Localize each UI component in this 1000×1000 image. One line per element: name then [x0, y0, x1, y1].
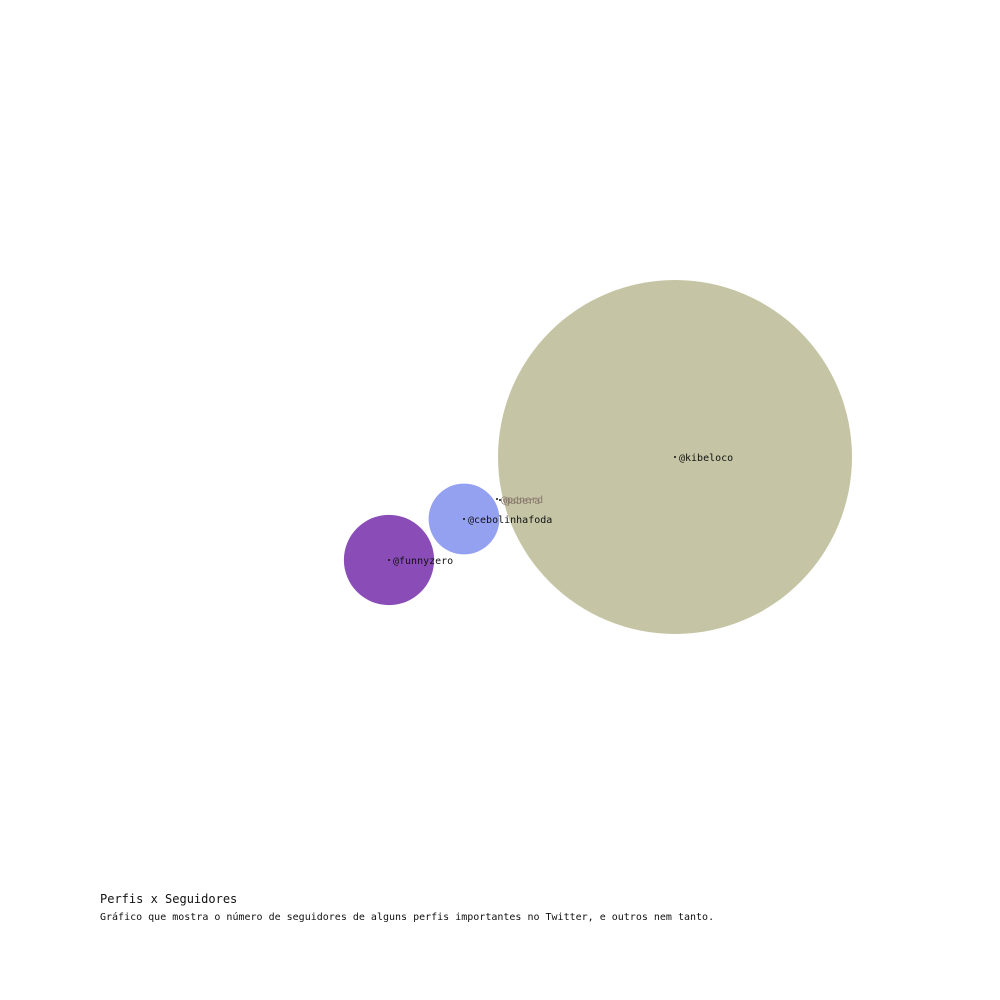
chart-caption: Perfis x Seguidores Gráfico que mostra o… [100, 892, 900, 923]
bubble-label-pcnerd: @pcnerd [501, 495, 543, 506]
labels-layer: @kibeloco @cebolinhafoda @funnyzero @pcnerd… [388, 453, 733, 567]
bubble-center-dot-abera [499, 499, 501, 501]
bubble-center-dot-cebolinhafoda [463, 518, 465, 520]
bubble-label-abera: @abera [504, 496, 540, 507]
bubble-center-dot-funnyzero [388, 559, 390, 561]
chart-subtitle: Gráfico que mostra o número de seguidore… [100, 912, 715, 923]
bubble-label-cebolinhafoda: @cebolinhafoda [468, 515, 552, 526]
bubble-center-dot-pcnerd [496, 498, 498, 500]
bubble-label-kibeloco: @kibeloco [679, 453, 733, 464]
chart-title: Perfis x Seguidores [100, 892, 238, 906]
bubble-label-funnyzero: @funnyzero [393, 556, 453, 567]
bubbles-layer [343, 280, 852, 634]
bubble-center-dot-kibeloco [674, 456, 676, 458]
